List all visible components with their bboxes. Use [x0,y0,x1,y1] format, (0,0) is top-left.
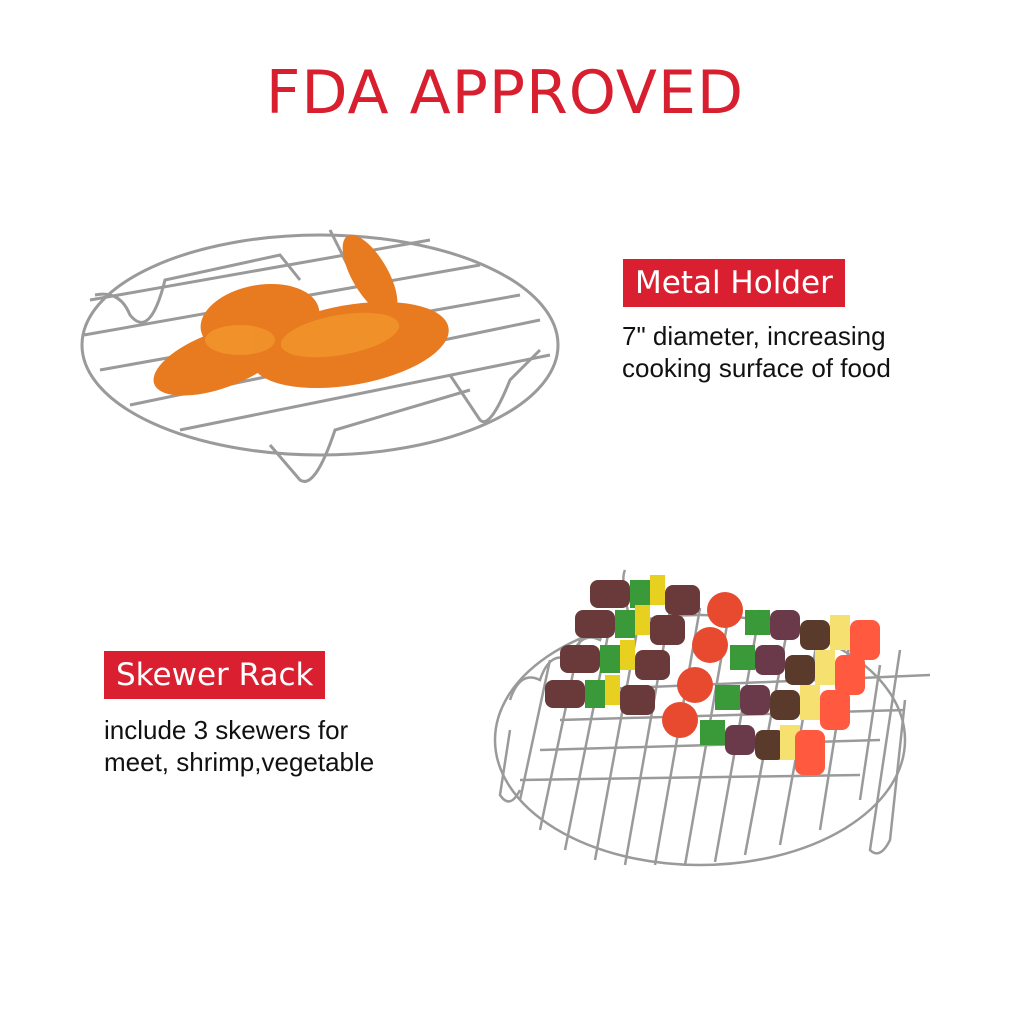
skewer-rack-desc-line-2: meet, shrimp,vegetable [104,747,375,777]
metal-holder-desc-line-1: 7" diameter, increasing [622,321,886,351]
metal-holder-description: 7" diameter, increasing cooking surface … [622,320,891,384]
skewer-rack-desc-line-1: include 3 skewers for [104,715,349,745]
metal-holder-image [80,229,560,483]
skewer-rack-label: Skewer Rack [104,651,326,699]
metal-holder-desc-line-2: cooking surface of food [622,353,891,383]
skewer-rack-description: include 3 skewers for meet, shrimp,veget… [104,714,374,778]
page-title: FDA APPROVED [265,58,745,128]
skewer-rack-image [493,569,931,867]
metal-holder-label: Metal Holder [623,259,845,307]
